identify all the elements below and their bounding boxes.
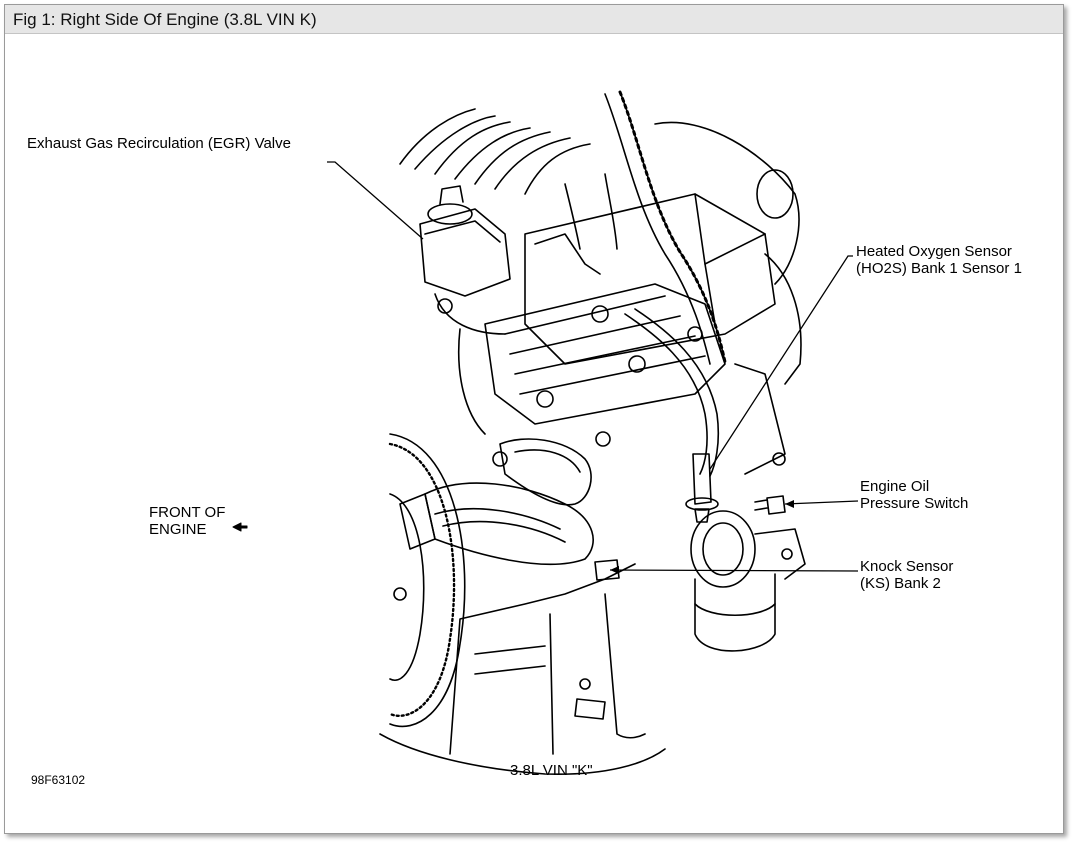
oil-switch-label-line1: Engine Oil bbox=[860, 478, 930, 495]
arrow-left-icon bbox=[232, 522, 248, 532]
front-of-engine-label-line1: FRONT OF bbox=[149, 504, 226, 521]
engine-illustration bbox=[232, 90, 859, 776]
oil-pressure-switch bbox=[754, 495, 786, 515]
front-of-engine-label-line2: ENGINE bbox=[149, 521, 207, 538]
knock-arrowhead bbox=[610, 566, 619, 574]
image-code: 98F63102 bbox=[31, 773, 86, 787]
figure-frame: Fig 1: Right Side Of Engine (3.8L VIN K) bbox=[4, 4, 1064, 834]
engine-caption: 3.8L VIN "K" bbox=[510, 762, 593, 779]
ho2s-leader-line bbox=[709, 255, 853, 470]
egr-valve bbox=[419, 185, 511, 435]
figure-title: Fig 1: Right Side Of Engine (3.8L VIN K) bbox=[13, 10, 317, 29]
knock-sensor-label-line1: Knock Sensor bbox=[860, 558, 954, 575]
knock-leader-line bbox=[609, 569, 859, 572]
oil-switch-leader-line bbox=[784, 500, 859, 505]
ho2s-sensor bbox=[685, 453, 719, 523]
oil-switch-arrowhead bbox=[785, 500, 794, 508]
ho2s-label-line1: Heated Oxygen Sensor bbox=[856, 243, 1012, 260]
oil-filter bbox=[690, 510, 806, 652]
egr-valve-label: Exhaust Gas Recirculation (EGR) Valve bbox=[27, 135, 291, 152]
knock-sensor bbox=[594, 559, 620, 581]
figure-titlebar: Fig 1: Right Side Of Engine (3.8L VIN K) bbox=[5, 5, 1063, 34]
knock-sensor-label-line2: (KS) Bank 2 bbox=[860, 575, 941, 592]
oil-switch-label-line2: Pressure Switch bbox=[860, 495, 969, 512]
wiring-harness bbox=[604, 90, 727, 477]
egr-leader-line bbox=[327, 161, 424, 240]
ignition-wires bbox=[399, 108, 591, 195]
flywheel bbox=[388, 433, 466, 728]
ho2s-label-line2: (HO2S) Bank 1 Sensor 1 bbox=[856, 260, 1022, 277]
